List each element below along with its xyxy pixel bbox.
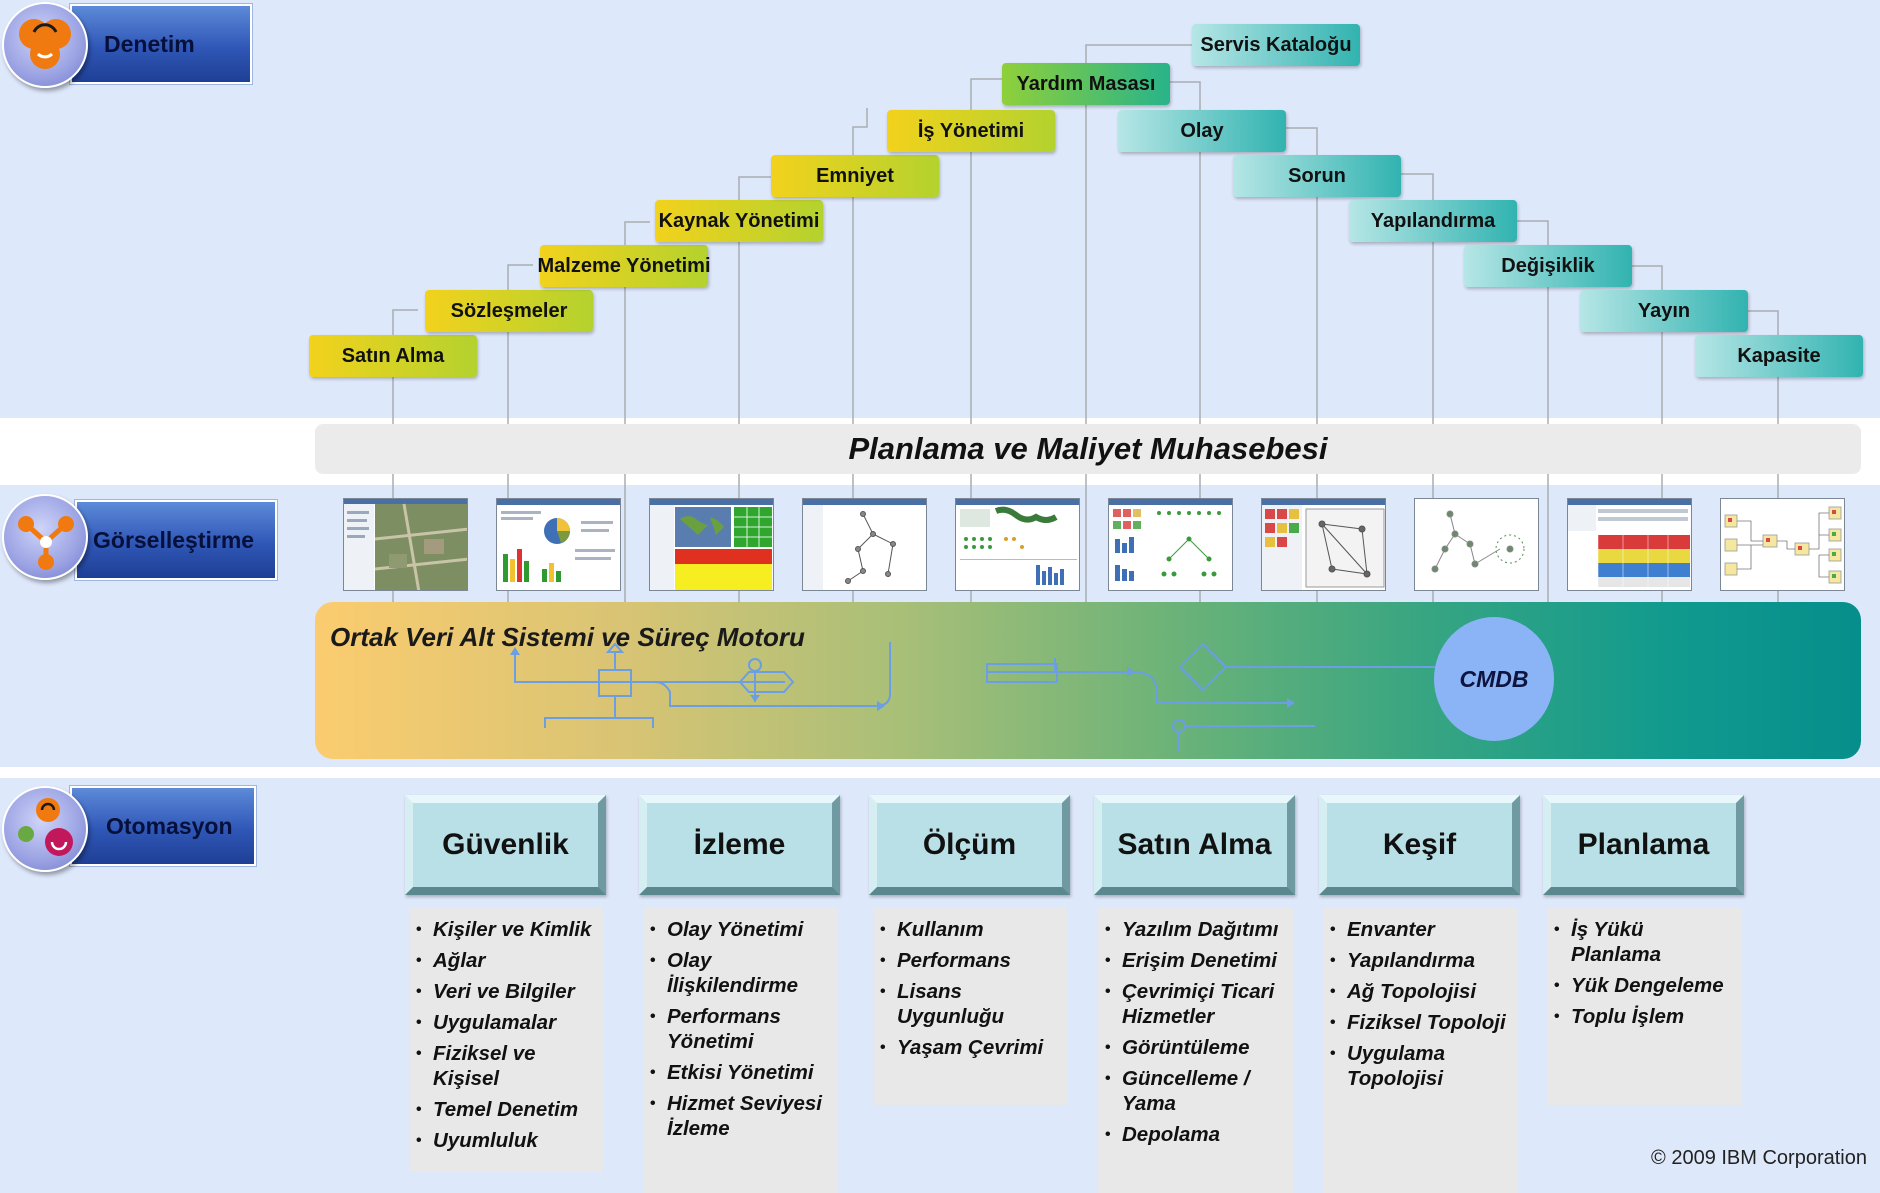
category-measurement: Ölçüm — [869, 795, 1070, 895]
list-item: Toplu İşlem — [1554, 1004, 1736, 1029]
list-item: Etkisi Yönetimi — [650, 1060, 832, 1085]
list-item: Güncelleme / Yama — [1105, 1066, 1287, 1116]
planning-cost-accounting-bar: Planlama ve Maliyet Muhasebesi — [315, 424, 1861, 474]
category-monitoring-list: Olay Yönetimi Olay İlişkilendirme Perfor… — [643, 907, 838, 1193]
list-item: Envanter — [1330, 917, 1512, 942]
list-item: Performans Yönetimi — [650, 1004, 832, 1054]
tree-item-resource-management: Kaynak Yönetimi — [655, 200, 823, 242]
tree-item-contracts: Sözleşmeler — [425, 290, 593, 332]
pie-chart-screenshot — [496, 498, 621, 591]
list-item: Lisans Uygunluğu — [880, 979, 1062, 1029]
tree-item-safety: Emniyet — [771, 155, 939, 197]
list-item: Fiziksel ve Kişisel — [416, 1041, 598, 1091]
list-item: Performans — [880, 948, 1062, 973]
dashboard-screenshot — [955, 498, 1080, 591]
process-flow-lines — [510, 642, 1435, 752]
governance-icon — [2, 2, 88, 88]
list-item: Veri ve Bilgiler — [416, 979, 598, 1004]
list-item: Yazılım Dağıtımı — [1105, 917, 1287, 942]
automation-plate: Otomasyon — [70, 786, 256, 866]
node-graph-screenshot — [1414, 498, 1539, 591]
visualization-icon — [2, 494, 88, 580]
list-item: Kişiler ve Kimlik — [416, 917, 598, 942]
category-security: Güvenlik — [405, 795, 606, 895]
list-item: Yaşam Çevrimi — [880, 1035, 1062, 1060]
visualization-title: Görselleştirme — [93, 526, 255, 553]
data-subsystem-process-engine — [315, 602, 1861, 759]
color-table-screenshot — [1567, 498, 1692, 591]
list-item: Yapılandırma — [1330, 948, 1512, 973]
engine-title: Ortak Veri Alt Sistemi ve Süreç Motoru — [330, 622, 805, 652]
category-discovery: Keşif — [1319, 795, 1520, 895]
category-planning-list: İş Yükü Planlama Yük Dengeleme Toplu İşl… — [1547, 907, 1742, 1105]
list-item: Temel Denetim — [416, 1097, 598, 1122]
tree-item-configuration: Yapılandırma — [1349, 200, 1517, 242]
category-procurement-list: Yazılım Dağıtımı Erişim Denetimi Çevrimi… — [1098, 907, 1293, 1193]
topology-screenshot — [802, 498, 927, 591]
workflow-screenshot — [1720, 498, 1845, 591]
world-map-screenshot — [649, 498, 774, 591]
list-item: Olay İlişkilendirme — [650, 948, 832, 998]
governance-title: Denetim — [104, 30, 195, 57]
tree-item-work-management: İş Yönetimi — [887, 110, 1055, 152]
list-item: Görüntüleme — [1105, 1035, 1287, 1060]
cmdb-node: CMDB — [1434, 617, 1554, 741]
tree-item-incident: Olay — [1118, 110, 1286, 152]
list-item: Olay Yönetimi — [650, 917, 832, 942]
category-procurement: Satın Alma — [1094, 795, 1295, 895]
list-item: Yük Dengeleme — [1554, 973, 1736, 998]
visualization-plate: Görselleştirme — [75, 500, 277, 580]
copyright-notice: © 2009 IBM Corporation — [1651, 1147, 1867, 1169]
list-item: Hizmet Seviyesi İzleme — [650, 1091, 832, 1141]
tree-item-release: Yayın — [1580, 290, 1748, 332]
network-screenshot — [1261, 498, 1386, 591]
tree-item-purchasing: Satın Alma — [309, 335, 477, 377]
tree-item-problem: Sorun — [1233, 155, 1401, 197]
list-item: Kullanım — [880, 917, 1062, 942]
list-item: Çevrimiçi Ticari Hizmetler — [1105, 979, 1287, 1029]
tree-item-change: Değişiklik — [1464, 245, 1632, 287]
tree-item-service-desk: Yardım Masası — [1002, 63, 1170, 105]
list-item: Ağlar — [416, 948, 598, 973]
list-item: Fiziksel Topoloji — [1330, 1010, 1512, 1035]
bar-chart-screenshot — [1108, 498, 1233, 591]
automation-icon — [2, 786, 88, 872]
list-item: Uygulamalar — [416, 1010, 598, 1035]
category-monitoring: İzleme — [639, 795, 840, 895]
tree-item-capacity: Kapasite — [1695, 335, 1863, 377]
map-screenshot — [343, 498, 468, 591]
list-item: Ağ Topolojisi — [1330, 979, 1512, 1004]
category-discovery-list: Envanter Yapılandırma Ağ Topolojisi Fizi… — [1323, 907, 1518, 1193]
governance-plate: Denetim — [70, 4, 252, 84]
list-item: Uygulama Topolojisi — [1330, 1041, 1512, 1091]
list-item: Depolama — [1105, 1122, 1287, 1147]
list-item: Uyumluluk — [416, 1128, 598, 1153]
category-security-list: Kişiler ve Kimlik Ağlar Veri ve Bilgiler… — [409, 907, 604, 1172]
category-planning: Planlama — [1543, 795, 1744, 895]
list-item: Erişim Denetimi — [1105, 948, 1287, 973]
category-measurement-list: Kullanım Performans Lisans Uygunluğu Yaş… — [873, 907, 1068, 1105]
list-item: İş Yükü Planlama — [1554, 917, 1736, 967]
tree-item-service-catalog: Servis Kataloğu — [1192, 24, 1360, 66]
automation-title: Otomasyon — [106, 812, 233, 839]
tree-item-material-management: Malzeme Yönetimi — [537, 245, 711, 287]
